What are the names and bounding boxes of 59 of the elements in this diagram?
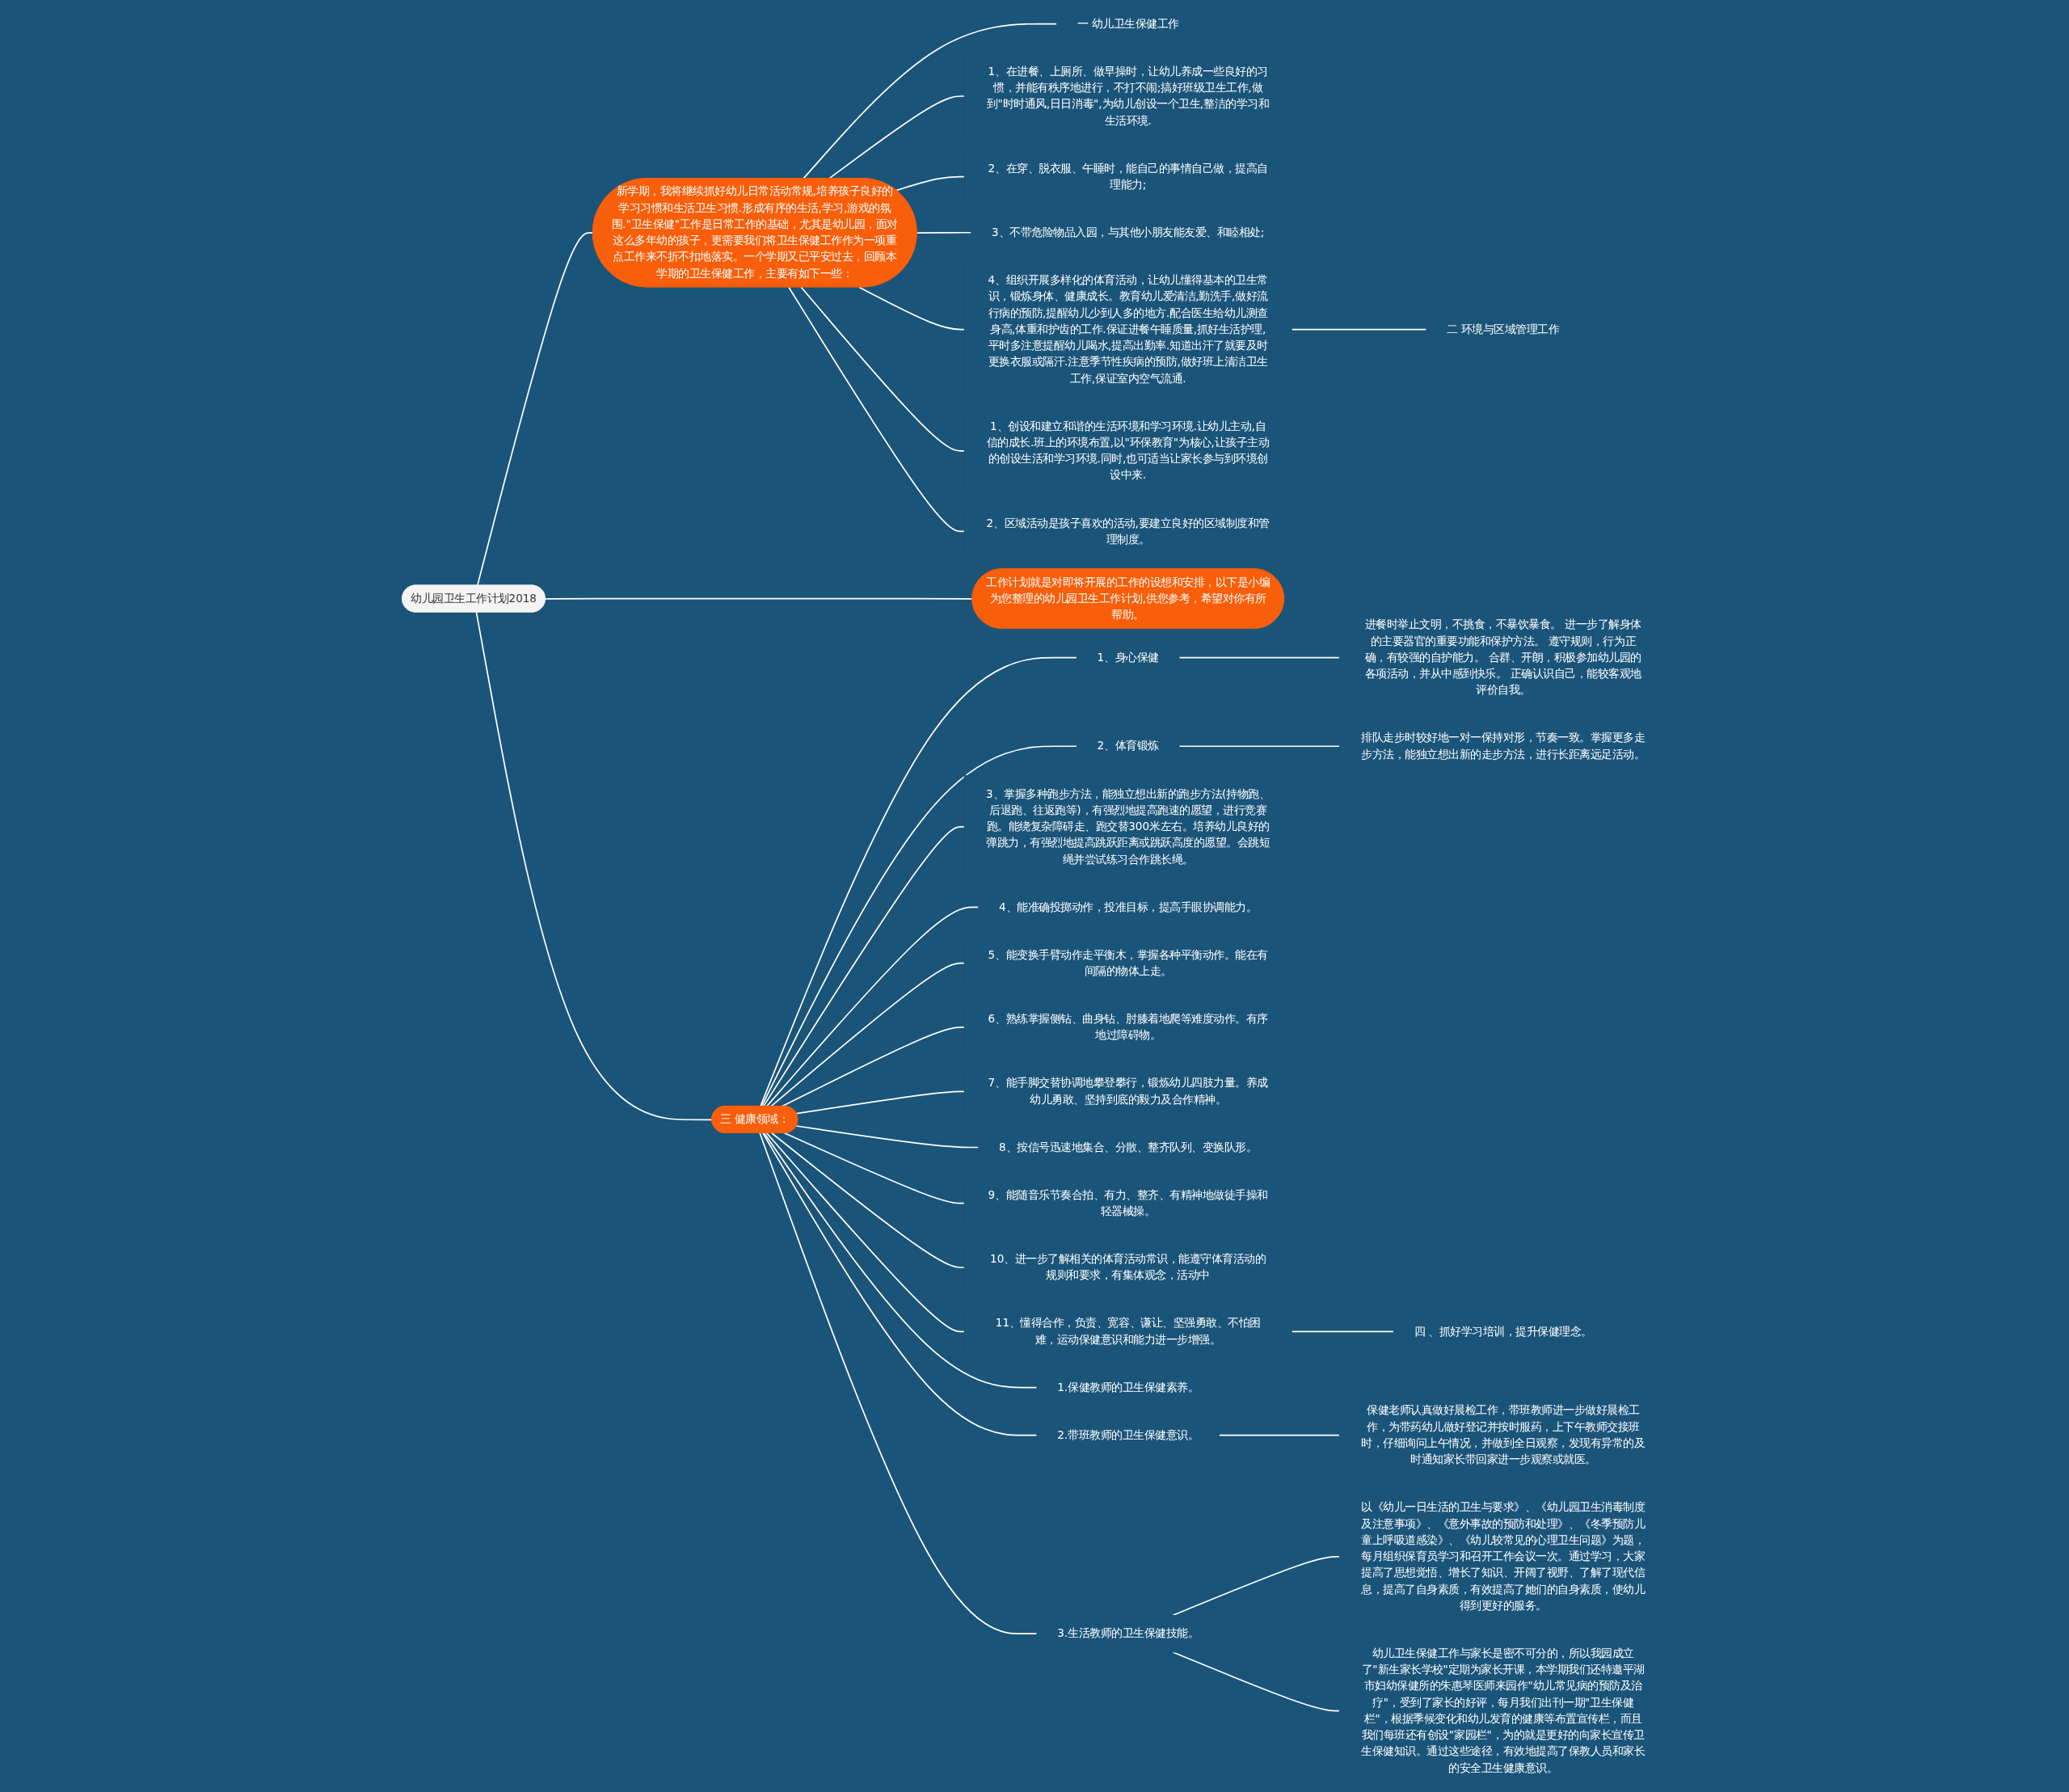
connector <box>544 597 974 600</box>
connector <box>762 826 965 1107</box>
connector <box>795 1090 965 1115</box>
node-text: 2.带班教师的卫生保健意识。 <box>1057 1428 1199 1442</box>
node-text: 四 、抓好学习培训，提升保健理念。 <box>1414 1324 1592 1338</box>
connector <box>762 1132 1038 1436</box>
node-text: 2、体育锻炼 <box>1097 739 1159 753</box>
node-text: 1、创设和建立和谐的生活环境和学习环境.让幼儿主动,自信的成长.班上的环境布置,以"环保教育"为核心,让孩子主动的创设生活和学习环境.同时,也可适当让家长参与到环境创设中来. <box>986 420 1270 482</box>
node-text: 1.保健教师的卫生保健素养。 <box>1057 1381 1199 1394</box>
connector <box>795 1125 980 1149</box>
connector <box>761 745 1078 1107</box>
node-text: 2、区域活动是孩子喜欢的活动,要建立良好的区域制度和管理制度。 <box>986 516 1270 546</box>
connector <box>1291 1330 1395 1333</box>
connector <box>1172 1651 1341 1712</box>
node-text: 进餐时举止文明，不挑食，不暴饮暴食。 进一步了解身体的主要器官的重要功能和保护方法。 遵守规则，行为正确，有较强的自护能力。 合群、开朗，积极参加幼儿园的各项活动，并从中感到快乐。 正确认识自己，能较客观地评价自我。 <box>1364 618 1641 697</box>
node-text: 7、能手脚交替协调地攀登攀行，锻炼幼儿四肢力量。养成幼儿勇敢、坚持到底的毅力及合作精神。 <box>988 1076 1268 1107</box>
node-text: 2、在穿、脱衣服、午睡时，能自己的事情自己做，提高自理能力; <box>988 162 1268 192</box>
connector <box>828 95 965 179</box>
connector <box>771 1132 965 1268</box>
node-text: 9、能随音乐节奏合拍、有力、整齐、有精神地做徒手操和轻器械操。 <box>988 1188 1268 1218</box>
node-text: 一 幼儿卫生保健工作 <box>1077 17 1179 31</box>
connector <box>763 1132 1038 1389</box>
connector <box>1291 328 1427 331</box>
node-text: 二 环境与区域管理工作 <box>1447 323 1560 336</box>
node-text: 保健老师认真做好晨检工作，带班教师进一步做好晨检工作，为带药幼儿做好登记并按时服药，上下午教师交接班时，仔细询问上午情况，并做到全日观察，发现有异常的及时通知家长带回家进一步观察或就医。 <box>1361 1403 1646 1466</box>
connector <box>759 656 1078 1107</box>
connector <box>781 1027 965 1107</box>
connector <box>788 286 965 533</box>
connector <box>476 232 594 587</box>
node-text: 10、进一步了解相关的体育活动常识，能遵守体育活动的规则和要求，有集体观念，活动中 <box>990 1252 1266 1282</box>
node-text: 3、掌握多种跑步方法，能独立想出新的跑步方法(持物跑、后退跑、往返跑等)，有强烈地提高跑速的愿望，进行竞赛跑。能绕复杂障碍走、跑交替300米左右。培养幼儿良好的弹跳力，有强烈地提高跳跃距离或跳跃高度的愿望。会跳短绳并尝试练习合作跳长绳。 <box>985 786 1270 866</box>
node-text: 排队走步时较好地一对一保持对形，节奏一致。掌握更多走步方法，能独立想出新的走步方法，进行长距离远足活动。 <box>1361 731 1646 761</box>
connector <box>1218 1434 1341 1436</box>
node-text: 6、熟练掌握侧钻、曲身钻、肘膝着地爬等难度动作。有序地过障碍物。 <box>988 1012 1268 1042</box>
node-text: 4、组织开展多样化的体育活动，让幼儿懂得基本的卫生常识，锻炼身体、健康成长。教育幼儿爱清洁,勤洗手,做好流行病的预防,提醒幼儿少到人多的地方.配合医生给幼儿测查身高,体重和护齿的工作.保证进餐午睡质量,抓好生活护理,平时多注意提醒幼儿喝水,提高出勤率.知道出汗了就要及时更换衣服或隔汗.注意季节性疾病的预防,做好班上清洁卫生工作,保证室内空气流通. <box>988 273 1268 385</box>
node-text: 以《幼儿一日生活的卫生与要求》、《幼儿园卫生消毒制度及注意事项》、《意外事故的预防和处理》、《冬季预防儿童上呼吸道感染》、《幼儿较常见的心理卫生问题》为题，每月组织保育员学习和召开工作会议一次。通过学习，大家提高了思想觉悟、增长了知识、开阔了视野、了解了现代信息，提高了自身素质，有效提高了她们的自身素质，使幼儿得到更好的服务。 <box>1361 1500 1646 1613</box>
connector <box>475 611 713 1121</box>
node-text: 3.生活教师的卫生保健技能。 <box>1057 1626 1199 1640</box>
connector <box>858 286 965 331</box>
connector <box>783 1132 965 1204</box>
connector <box>895 175 965 192</box>
connector <box>800 286 965 452</box>
connector <box>759 1132 1038 1635</box>
node-text: 5、能变换手臂动作走平衡木，掌握各种平衡动作。能在有间隔的物体上走。 <box>988 948 1268 978</box>
connector <box>1178 745 1341 748</box>
connector <box>803 23 1058 179</box>
node-text: 4、能准确投掷动作，投准目标，提高手眼协调能力。 <box>999 900 1258 914</box>
node-text: 11、懂得合作，负责、宽容、谦让、坚强勇敢、不怕困难，运动保健意识和能力进一步增强。 <box>995 1316 1261 1347</box>
node-text: 8、按信号迅速地集合、分散、整齐队列、变换队形。 <box>999 1141 1258 1154</box>
node-text: 3、不带危险物品入园，与其他小朋友能友爱、和睦相处; <box>992 226 1265 239</box>
connector <box>765 1132 965 1333</box>
node-text: 1、在进餐、上厕所、做早操时，让幼儿养成一些良好的习惯，并能有秩序地进行，不打不闹;搞好班级卫生工作,做到"时时通风,日日消毒",为幼儿创设一个卫生,整洁的学习和生活环境. <box>986 65 1270 127</box>
connector <box>916 231 972 234</box>
connector <box>1172 1556 1341 1617</box>
connector <box>769 962 965 1107</box>
node-text: 1、身心保健 <box>1097 651 1159 664</box>
node-text: 幼儿卫生保健工作与家长是密不可分的，所以我园成立了"新生家长学校"定期为家长开课，本学期我们还特邀平湖市妇幼保健所的朱惠琴医师来园作"幼儿常见病的预防及治疗"，受到了家长的好评，每月我们出刊一期"卫生保健栏"，根据季候变化和幼儿发育的健康等布置宣传栏，而且我们每班还有创设"家园栏"，为的就是更好的向家长宣传卫生保健知识。通过这些途径，有效地提高了保教人员和家长的安全卫生健康意识。 <box>1361 1647 1646 1775</box>
connector <box>765 906 980 1107</box>
connector <box>1178 656 1341 659</box>
